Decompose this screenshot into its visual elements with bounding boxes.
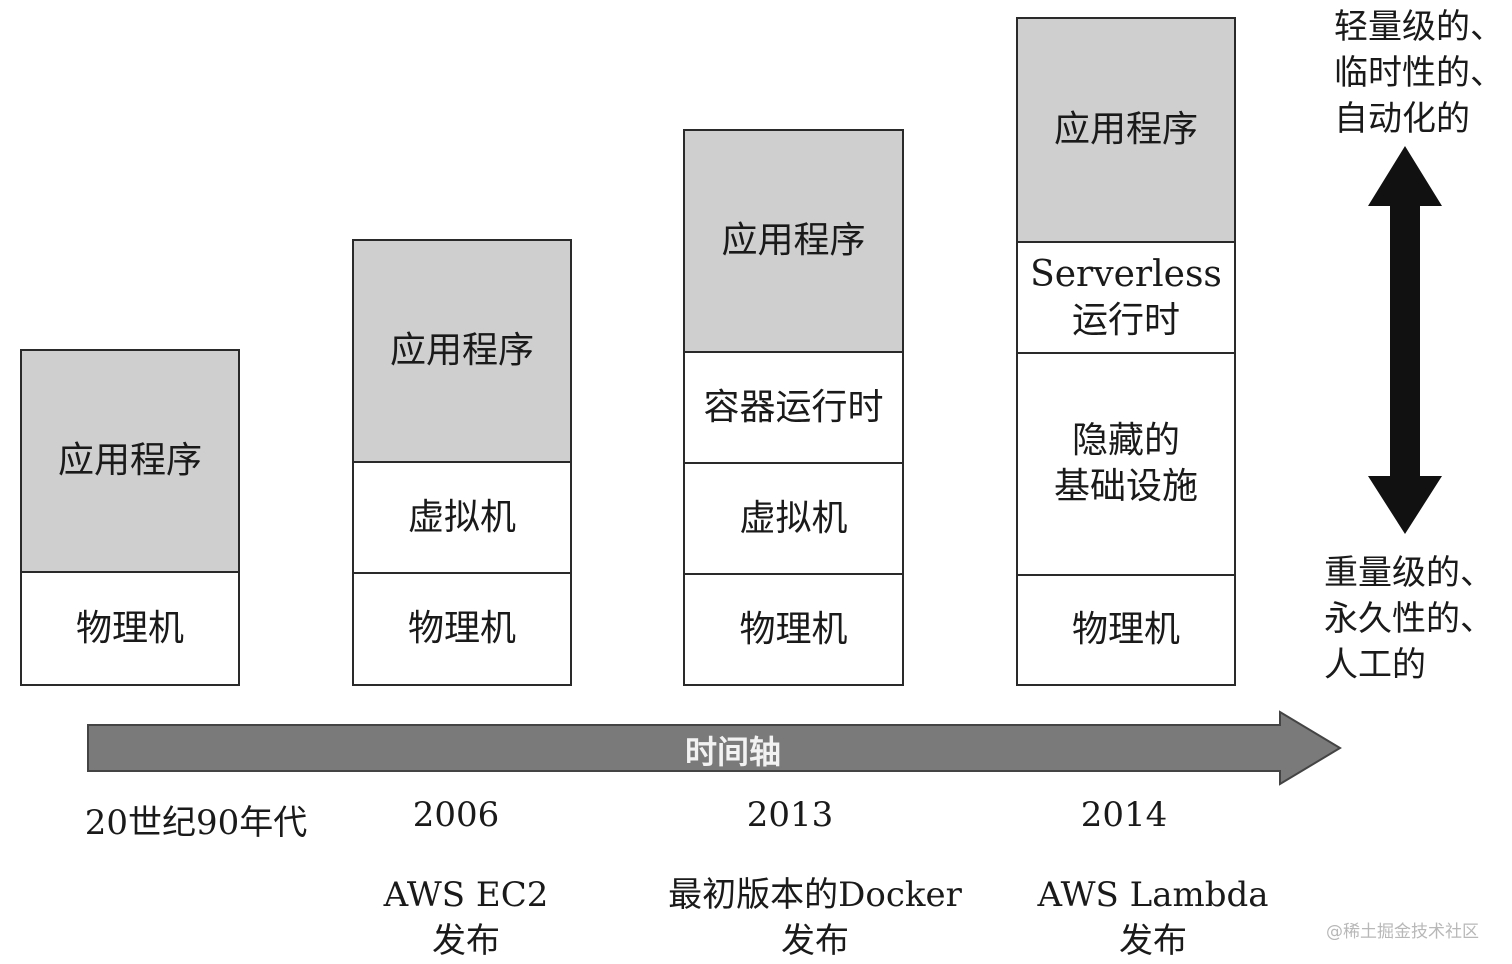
stack-1990s: 应用程序 物理机 (20, 349, 240, 686)
spectrum-bottom-label: 重量级的、 永久性的、 人工的 (1324, 553, 1494, 685)
stack-layer-physical: 物理机 (1071, 609, 1180, 650)
stack-layer-vm: 虚拟机 (685, 464, 902, 575)
timeline-label: 时间轴 (685, 733, 782, 771)
stack-layer-hidden-infra: 隐藏的 基础设施 (1018, 354, 1234, 576)
stack-layer-app: 应用程序 (22, 351, 238, 573)
year-label: 20世纪90年代 (84, 803, 308, 843)
spectrum-top-label: 轻量级的、 临时性的、 自动化的 (1334, 7, 1504, 139)
stack-layer-app: 应用程序 (1018, 19, 1234, 243)
stack-layer-app: 应用程序 (685, 131, 902, 353)
stack-layer-serverless-runtime: Serverless 运行时 (1018, 243, 1234, 354)
timeline-arrow (87, 710, 1342, 786)
stack-2013: 应用程序 容器运行时 虚拟机 物理机 (683, 129, 904, 686)
stack-layer-app: 应用程序 (354, 241, 570, 463)
year-label: 2014 (1080, 795, 1168, 835)
event-label: AWS EC2 发布 (383, 875, 549, 961)
stack-layer-physical: 物理机 (739, 608, 848, 650)
stack-2014: 应用程序 Serverless 运行时 隐藏的 基础设施 物理机 (1016, 17, 1236, 686)
double-headed-arrow (1368, 146, 1442, 534)
stack-layer-physical: 物理机 (407, 608, 516, 649)
stack-layer-vm: 虚拟机 (354, 463, 570, 574)
event-label: AWS Lambda 发布 (1037, 875, 1269, 961)
year-label: 2013 (746, 795, 834, 835)
stack-layer-physical: 物理机 (75, 607, 184, 649)
year-label: 2006 (412, 795, 500, 835)
stack-layer-container-runtime: 容器运行时 (685, 353, 902, 464)
stack-2006: 应用程序 虚拟机 物理机 (352, 239, 572, 686)
watermark: @稀土掘金技术社区 (1326, 922, 1479, 942)
event-label: 最初版本的Docker 发布 (668, 875, 962, 961)
